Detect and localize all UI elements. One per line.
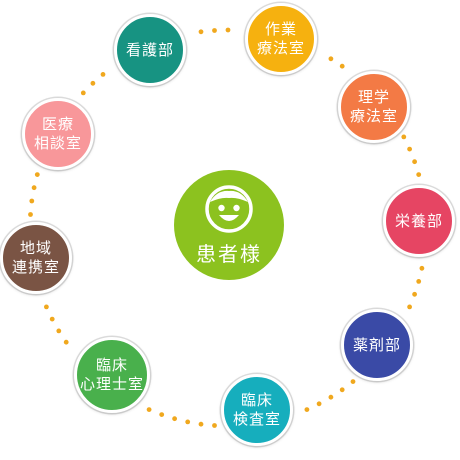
connector-dot	[401, 134, 407, 140]
connector-dot	[328, 394, 334, 400]
connector-dot	[212, 423, 217, 428]
patient-center-circle: 患者様	[174, 170, 284, 280]
connector-dot	[172, 416, 178, 422]
node-clinical-laboratory: 臨床 検査室	[221, 374, 293, 446]
label-nursing: 看護部	[125, 40, 174, 59]
connector-dot	[350, 379, 356, 384]
connector-dot	[29, 198, 35, 204]
node-occupational-therapy: 作業 療法室	[245, 3, 317, 75]
connector-dot	[100, 72, 106, 77]
connector-dot	[198, 29, 204, 35]
connector-dot	[80, 90, 86, 96]
connector-dot	[407, 146, 412, 152]
connector-dot	[44, 304, 49, 310]
label-nutrition: 栄養部	[394, 211, 443, 230]
connector-dot	[416, 172, 422, 178]
label-clinical-psychology-1: 臨床	[95, 356, 128, 375]
connector-dot	[63, 339, 69, 345]
connector-dot	[90, 80, 96, 86]
label-regional-liaison-1: 地域	[19, 239, 52, 258]
connector-dot	[316, 401, 322, 407]
connector-dot	[49, 316, 55, 322]
connector-dot	[412, 159, 417, 165]
connector-dot	[339, 63, 345, 69]
connector-dot	[416, 279, 422, 284]
label-pharmacy: 薬剤部	[352, 335, 401, 354]
connector-dot	[304, 407, 310, 412]
node-nutrition: 栄養部	[383, 185, 455, 257]
node-medical-consultation: 医療 相談室	[22, 98, 94, 170]
node-clinical-psychology: 臨床 心理士室	[74, 337, 150, 413]
label-clinical-laboratory-2: 検査室	[232, 410, 281, 428]
connector-dot	[339, 387, 345, 393]
connector-dot	[185, 419, 191, 425]
smiling-face-icon	[205, 184, 253, 233]
label-physical-therapy-1: 理学	[357, 88, 390, 107]
node-regional-liaison: 地域 連携室	[0, 222, 72, 294]
connector-dot	[407, 304, 412, 310]
connector-dot	[412, 291, 417, 297]
node-pharmacy: 薬剤部	[341, 309, 413, 381]
node-nursing: 看護部	[114, 14, 186, 86]
connector-dot	[419, 265, 425, 271]
label-clinical-psychology-2: 心理士室	[79, 375, 144, 393]
connector-dot	[159, 412, 165, 417]
label-occupational-therapy-2: 療法室	[256, 39, 305, 57]
connector-dot	[28, 212, 33, 217]
connector-dot	[225, 27, 231, 33]
connector-dot	[212, 28, 217, 33]
label-medical-consultation-1: 医療	[41, 115, 74, 134]
label-clinical-laboratory-1: 臨床	[240, 391, 273, 410]
connector-dot	[56, 328, 62, 334]
label-medical-consultation-2: 相談室	[33, 134, 82, 152]
connector-dot	[328, 56, 334, 62]
connector-dot	[146, 407, 152, 412]
patient-label: 患者様	[196, 241, 262, 266]
label-occupational-therapy-1: 作業	[264, 20, 297, 39]
connector-dot	[34, 172, 40, 178]
connector-dot	[31, 185, 37, 191]
label-regional-liaison-2: 連携室	[11, 258, 60, 276]
node-physical-therapy: 理学 療法室	[338, 71, 410, 143]
label-physical-therapy-2: 療法室	[349, 107, 398, 125]
connector-dot	[198, 421, 204, 427]
